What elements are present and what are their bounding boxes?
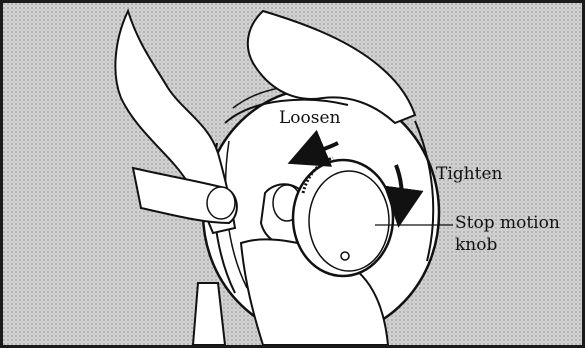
stop-motion-knob-label-line2: knob [455, 234, 560, 256]
tighten-label: Tighten [436, 165, 502, 184]
knob-dot [341, 252, 349, 260]
stop-motion-knob-label: Stop motion knob [455, 212, 560, 256]
stop-motion-knob-label-line1: Stop motion [455, 212, 560, 234]
loosen-label: Loosen [279, 109, 341, 128]
